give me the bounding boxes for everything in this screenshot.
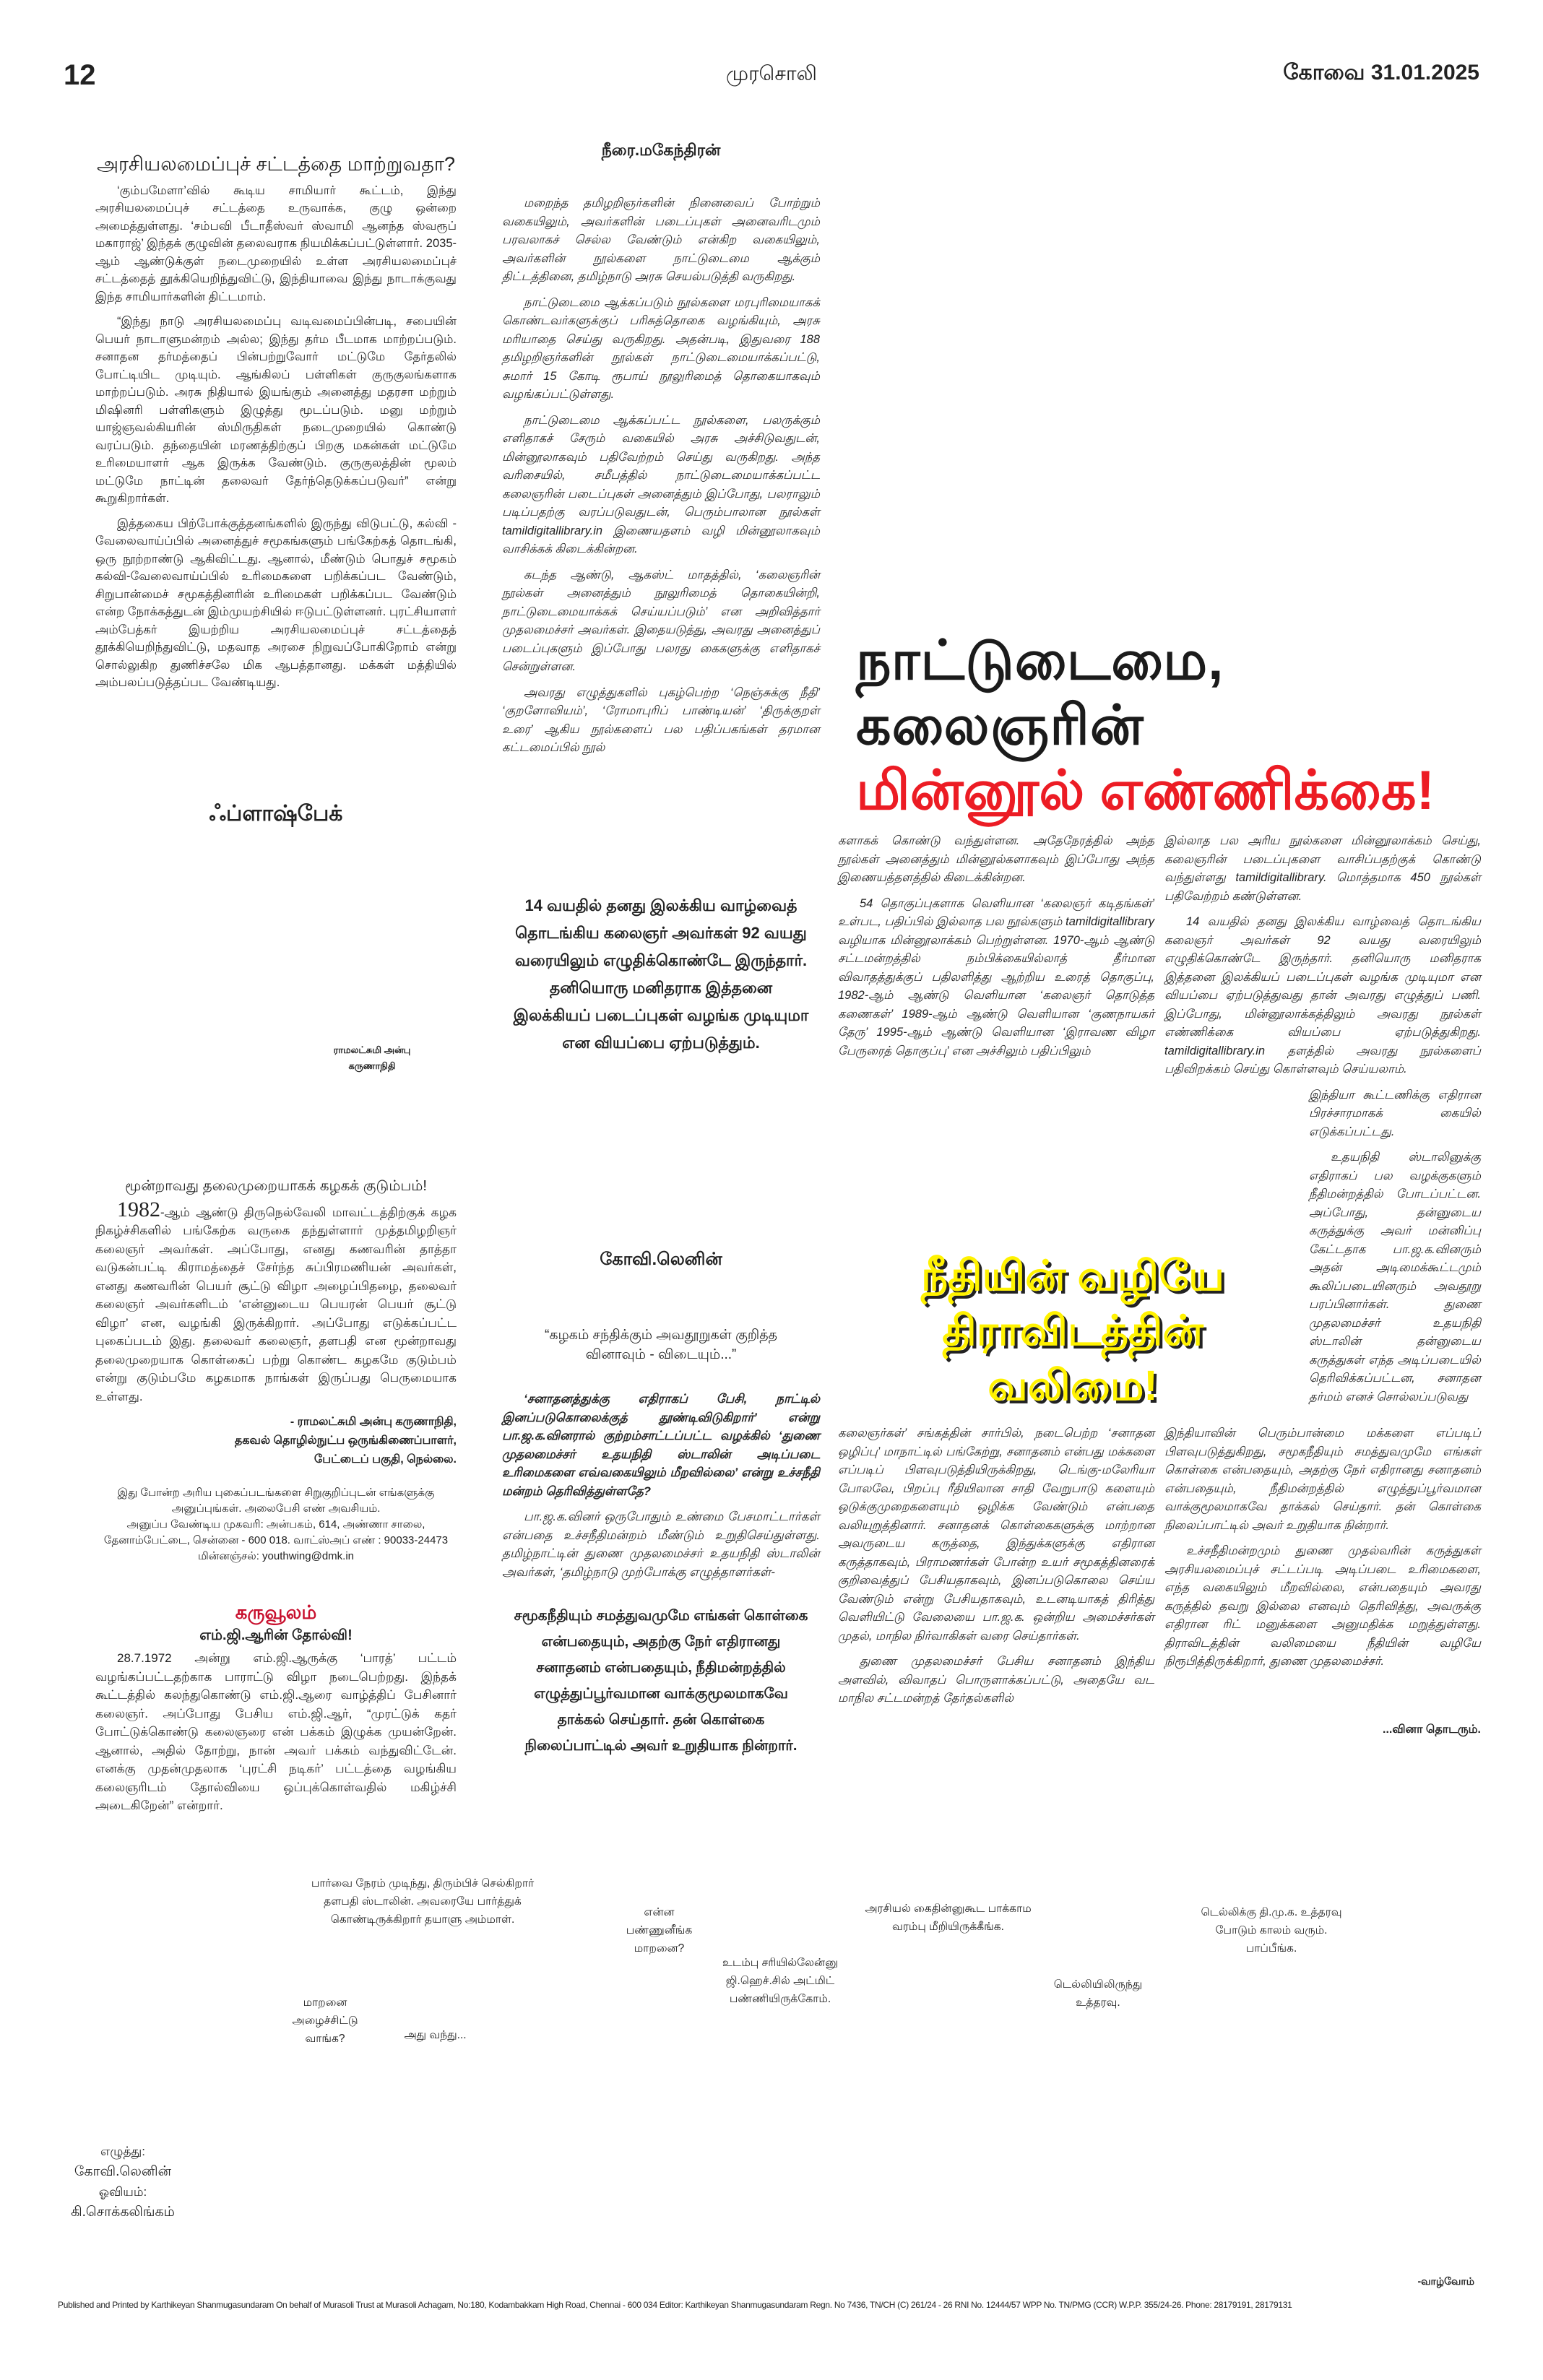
series-signoff: -வாழ்வோம் (1417, 2275, 1474, 2287)
speech-bubble: உடம்பு சரியில்லேன்னு ஜி.ஹெச்.சில் அட்மிட… (722, 1957, 839, 2005)
story-lead-year: 1982 (117, 1197, 160, 1221)
flashback-photo (95, 847, 457, 1035)
speech-bubble: டெல்லியிலிருந்து உத்தரவு. (1053, 1978, 1143, 2009)
paragraph: ‘கும்பமேளா’வில் கூடிய சாமியார் கூட்டம், … (95, 183, 457, 303)
paragraph: அவரது எழுத்துகளில் புகழ்பெற்ற ‘நெஞ்சுக்க… (502, 685, 820, 755)
photo-caption: ராமலட்சுமி அன்பு கருணாநிதி (289, 1042, 455, 1074)
paragraph: நாட்டுடைமை ஆக்கப்படும் நூல்களை மரபுரிமைய… (502, 295, 820, 402)
qa-text: ‘சனாதனத்துக்கு எதிராகப் பேசி, நாட்டில் இ… (502, 1390, 820, 1581)
caption-line: கருணாநிதி (348, 1060, 396, 1071)
qa-continuation-columns: கலைஞர்கள்’ சங்கத்தின் சார்பில், நடைபெற்ற… (838, 1424, 1481, 1715)
speech-bubble: அரசியல் கைதின்னுகூட பாக்காம வரம்பு மீறிய… (865, 1903, 1032, 1933)
editorial-title: அரசியலமைப்புச் சட்டத்தை மாற்றுவதா? (96, 153, 456, 175)
paragraph: இல்லாத பல அரிய நூல்களை மின்னூலாக்கம் செய… (1164, 834, 1481, 903)
qa-series-title: “கழகம் சந்திக்கும் அவதூறுகள் குறித்த வின… (545, 1328, 777, 1362)
speech-bubble: பார்வை நேரம் முடிந்து, திரும்பிச் செல்கி… (311, 1877, 535, 1926)
paragraph: இந்தியாவின் பெரும்பான்மை மக்களை எப்படிப்… (1164, 1427, 1481, 1532)
story-body: -ஆம் ஆண்டு திருநெல்வேலி மாவட்டத்திற்குக்… (95, 1205, 457, 1403)
narrow-column: இந்தியா கூட்டணிக்கு எதிரான பிரச்சாரமாகக்… (1309, 1086, 1481, 1414)
submission-line: அனுப்ப வேண்டிய முகவரி: அன்பகம், 614, அண்… (103, 1518, 449, 1546)
paragraph: “இந்து நாடு அரசியலமைப்பு வடிவமைப்பின்படி… (95, 315, 457, 505)
imprint-line: Published and Printed by Karthikeyan Sha… (58, 2300, 1292, 2310)
caption-line: ராமலட்சுமி அன்பு (333, 1044, 411, 1055)
columns-row: அரசியலமைப்புச் சட்டத்தை மாற்றுவதா? ‘கும்… (0, 141, 1543, 1849)
treasury-body: 28.7.1972 அன்று எம்.ஜி.ஆருக்கு ‘பாரத்’ ப… (95, 1651, 457, 1812)
masthead: முரசொலி (726, 62, 817, 85)
treasury-section: கருவூலம் எம்.ஜி.ஆரின் தோல்வி! 28.7.1972 … (95, 1601, 457, 1815)
continued-note: ...வினா தொடரும். (1383, 1723, 1481, 1736)
paragraph: களாகக் கொண்டு வந்துள்ளன. அதேநேரத்தில் அந… (838, 834, 1154, 884)
article-column: இல்லாத பல அரிய நூல்களை மின்னூலாக்கம் செய… (1164, 832, 1481, 1086)
cartoon-credits: எழுத்து: கோவி.லெனின் ஓவியம்: கி.சொக்கலிங… (65, 2142, 181, 2223)
pull-quote: சமூகநீதியும் சமத்துவமுமே எங்கள் கொள்கை எ… (514, 1608, 808, 1754)
ebook-article-start: நீரை.மகேந்திரன் மறைந்த தமிழறிஞர்களின் நி… (502, 141, 820, 885)
edition-date: கோவை 31.01.2025 (1283, 61, 1479, 85)
headline-line-2: மின்னூல் எண்ணிக்கை! (856, 760, 1435, 821)
attribution-line: - ராமலட்சுமி அன்பு கருணாநிதி, (290, 1416, 457, 1428)
paragraph: இந்தியா கூட்டணிக்கு எதிரான பிரச்சாரமாகக்… (1309, 1088, 1481, 1138)
paragraph: நாட்டுடைமை ஆக்கப்பட்ட நூல்களை, பலருக்கும… (502, 413, 820, 556)
headline-2-line-1: நீதியின் வழியே (920, 1252, 1225, 1299)
article-column: களாகக் கொண்டு வந்துள்ளன. அதேநேரத்தில் அந… (838, 832, 1154, 1086)
qa-continuation-top: நீதியின் வழியே திராவிடத்தின் வலிமை! இந்த… (838, 1086, 1481, 1414)
byline: நீரை.மகேந்திரன் (601, 141, 721, 159)
pull-quote: 14 வயதில் தனது இலக்கிய வாழ்வைத் தொடங்கிய… (513, 896, 809, 1052)
paragraph: மறைந்த தமிழறிஞர்களின் நினைவைப் போற்றும் … (502, 196, 820, 283)
page-body: அரசியலமைப்புச் சட்டத்தை மாற்றுவதா? ‘கும்… (0, 141, 1543, 2310)
paragraph: உதயநிதி ஸ்டாலினுக்கு எதிராகப் பல வழக்குக… (1309, 1151, 1481, 1403)
left-column: அரசியலமைப்புச் சட்டத்தை மாற்றுவதா? ‘கும்… (95, 141, 457, 1822)
paragraph: துணை முதலமைச்சர் பேசிய சனாதனம் இந்திய அள… (838, 1655, 1154, 1705)
editorial-article: அரசியலமைப்புச் சட்டத்தை மாற்றுவதா? ‘கும்… (95, 155, 457, 802)
writer-label: எழுத்து: (100, 2145, 145, 2158)
flashback-title: ஃப்ளாஷ்பேக் (209, 802, 343, 826)
submission-line: இது போன்ற அரிய புகைப்படங்களை சிறுகுறிப்ப… (117, 1487, 435, 1515)
paragraph: கடந்த ஆண்டு, ஆகஸ்ட் மாதத்தில், ‘கலைஞரின்… (502, 568, 820, 674)
artist-name: கி.சொக்கலிங்கம் (71, 2204, 175, 2220)
ebook-feature: நாட்டுடைமை, கலைஞரின் மின்னூல் எண்ணிக்கை!… (838, 628, 1481, 1086)
treasury-story-title: எம்.ஜி.ஆரின் தோல்வி! (199, 1627, 353, 1643)
speech-bubble: அது வந்து... (404, 2029, 467, 2041)
article-text: மறைந்த தமிழறிஞர்களின் நினைவைப் போற்றும் … (502, 194, 820, 758)
attribution-line: பேட்டைப் பகுதி, நெல்லை. (314, 1453, 457, 1466)
paragraph: உச்சநீதிமன்றமும் துணை முதல்வரின் கருத்து… (1164, 1544, 1481, 1668)
cartoon-strip: பார்வை நேரம் முடிந்து, திரும்பிச் செல்கி… (0, 1849, 1543, 2254)
submission-email: மின்னஞ்சல்: youthwing@dmk.in (197, 1550, 354, 1562)
artist-label: ஓவியம்: (98, 2185, 147, 2199)
paragraph: இத்தகைய பிற்போக்குத்தனங்களில் இருந்து வி… (95, 516, 457, 690)
submission-info: இது போன்ற அரிய புகைப்படங்களை சிறுகுறிப்ப… (95, 1485, 457, 1565)
attribution: - ராமலட்சுமி அன்பு கருணாநிதி, தகவல் தொழி… (95, 1413, 457, 1469)
qa-byline: கோவி.லெனின் (600, 1250, 722, 1269)
article-column: இந்தியாவின் பெரும்பான்மை மக்களை எப்படிப்… (1164, 1424, 1481, 1715)
flashback-story: மூன்றாவது தலைமுறையாகக் கழகக் குடும்பம்! … (95, 1177, 457, 1585)
story-title: மூன்றாவது தலைமுறையாகக் கழகக் குடும்பம்! (125, 1178, 427, 1194)
attribution-line: தகவல் தொழில்நுட்ப ஒருங்கிணைப்பாளர், (234, 1435, 457, 1447)
paragraph: 14 வயதில் தனது இலக்கிய வாழ்வைத் தொடங்கிய… (1164, 915, 1481, 1076)
feature-columns: களாகக் கொண்டு வந்துள்ளன. அதேநேரத்தில் அந… (838, 832, 1481, 1086)
writer-name: கோவி.லெனின் (74, 2164, 172, 2179)
pull-quote-block: 14 வயதில் தனது இலக்கிய வாழ்வைத் தொடங்கிய… (502, 885, 820, 1250)
article-column: கலைஞர்கள்’ சங்கத்தின் சார்பில், நடைபெற்ற… (838, 1424, 1154, 1715)
flashback-block: ஃப்ளாஷ்பேக் ராமலட்சுமி அன்பு கருணாநிதி (95, 802, 457, 1177)
paragraph: 54 தொகுப்புகளாக வெளியான ‘கலைஞர் கடிதங்கள… (838, 896, 1154, 1057)
headline-2: நீதியின் வழியே திராவிடத்தின் வலிமை! (852, 1249, 1293, 1414)
page-number: 12 (64, 59, 96, 91)
speech-bubble: மாறனை அழைச்சிட்டு வாங்க? (292, 1996, 358, 2045)
middle-column: நீரை.மகேந்திரன் மறைந்த தமிழறிஞர்களின் நி… (502, 141, 820, 1759)
speech-bubble: என்ன பண்ணுனீங்க மாறனை? (626, 1906, 693, 1955)
headline-2-line-2: திராவிடத்தின் வலிமை! (942, 1307, 1203, 1409)
headline-line-1: நாட்டுடைமை, கலைஞரின் (856, 630, 1224, 756)
speech-bubble: டெல்லிக்கு தி.மு.க. உத்தரவு போடும் காலம்… (1201, 1906, 1342, 1955)
question: ‘சனாதனத்துக்கு எதிராகப் பேசி, நாட்டில் இ… (502, 1392, 820, 1498)
answer: பா.ஜ.க.வினர் ஒருபோதும் உண்மை பேசமாட்டார்… (502, 1510, 820, 1579)
treasury-title: கருவூலம் (235, 1601, 317, 1623)
right-column: நாட்டுடைமை, கலைஞரின் மின்னூல் எண்ணிக்கை!… (838, 628, 1481, 1737)
paragraph: கலைஞர்கள்’ சங்கத்தின் சார்பில், நடைபெற்ற… (838, 1427, 1154, 1643)
